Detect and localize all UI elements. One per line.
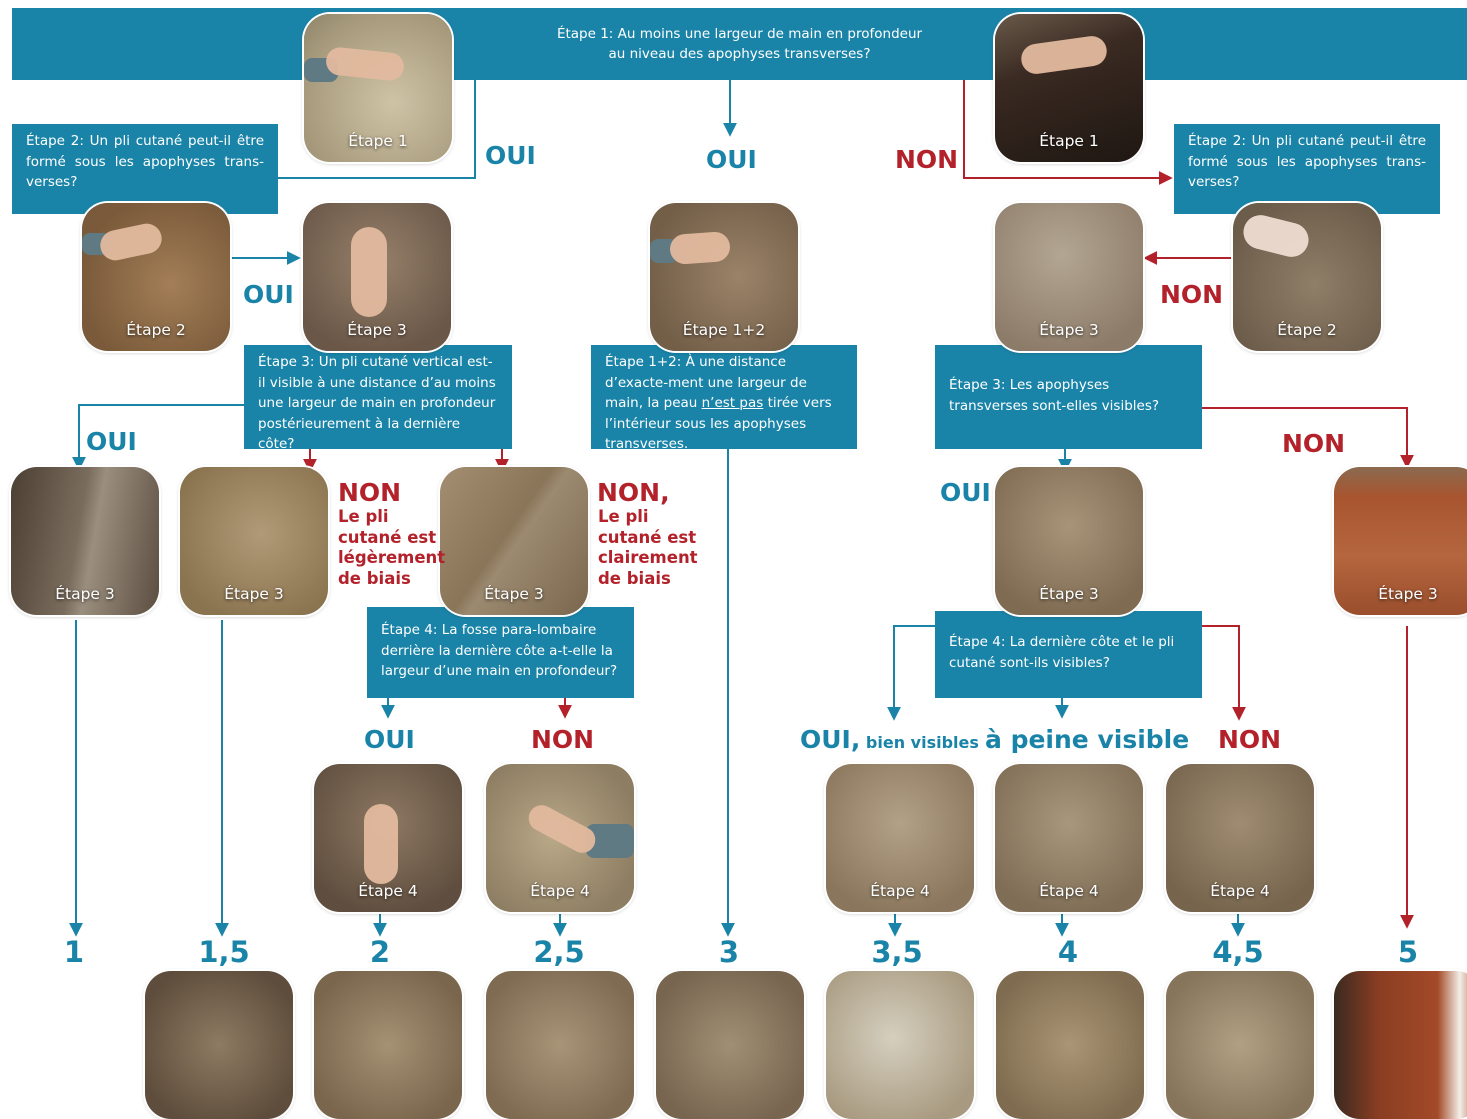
photo-result-3-5 [826, 971, 974, 1119]
step4-box-left: Étape 4: La fosse para-lombaire derrière… [367, 607, 634, 698]
label-step3-oui: OUI [86, 427, 137, 456]
photo-result-4-5 [1166, 971, 1314, 1119]
score-4-5: 4,5 [1212, 935, 1263, 969]
photo-result-2-5 [486, 971, 634, 1119]
photo-step1-dark-horse: Étape 1 [995, 14, 1143, 162]
photo-step3-oui-score1: Étape 3 [11, 467, 159, 615]
label-step4r-non: NON [1218, 725, 1281, 754]
photo-step4-non-right: Étape 4 [1166, 764, 1314, 912]
label-step3r-non: NON [1282, 429, 1345, 458]
note-clear-line3: clairement [598, 548, 698, 569]
score-1: 1 [64, 935, 84, 969]
photo-step4-non: Étape 4 [486, 764, 634, 912]
label-step4r-oui: OUI, bien visibles [800, 725, 979, 754]
score-3-5: 3,5 [871, 935, 922, 969]
caption: Étape 3 [995, 321, 1143, 339]
note-slight-line2: cutané est [338, 528, 445, 549]
caption: Étape 4 [314, 882, 462, 900]
arrow-step4r-oui [894, 626, 935, 718]
photo-step3-right-non: Étape 3 [1334, 467, 1467, 615]
photo-result-4 [996, 971, 1144, 1119]
photo-step2-pinch-right: Étape 2 [1233, 203, 1381, 351]
label-step3r-oui: OUI [940, 478, 991, 507]
photo-step1-light-horse: Étape 1 [304, 14, 452, 162]
score-1-5: 1,5 [198, 935, 249, 969]
photo-step3-clear: Étape 3 [440, 467, 588, 615]
label-step4-non: NON [531, 725, 594, 754]
label-step1-non: NON [895, 145, 958, 174]
caption: Étape 2 [1233, 321, 1381, 339]
photo-step3-right-top: Étape 3 [995, 203, 1143, 351]
label-step2-non: NON [1160, 280, 1223, 309]
photo-result-1-5 [145, 971, 293, 1119]
photo-step4-oui: Étape 4 [314, 764, 462, 912]
label-step1-oui-left: OUI [485, 141, 536, 170]
arrow-step4r-non [1202, 626, 1239, 718]
note-slight-line3: légèrement [338, 548, 445, 569]
label-step2-oui: OUI [243, 280, 294, 309]
caption: Étape 3 [11, 585, 159, 603]
note-clear-line2: cutané est [598, 528, 698, 549]
caption: Étape 1 [304, 132, 452, 150]
score-4: 4 [1058, 935, 1078, 969]
caption: Étape 1+2 [650, 321, 798, 339]
score-5: 5 [1398, 935, 1418, 969]
caption: Étape 4 [826, 882, 974, 900]
note-clear: Le pli cutané est clairement de biais [598, 507, 698, 589]
photo-step3-slight: Étape 3 [180, 467, 328, 615]
note-clear-line1: Le pli [598, 507, 698, 528]
note-clear-line4: de biais [598, 569, 698, 590]
photo-step4-bien-visibles: Étape 4 [826, 764, 974, 912]
caption: Étape 3 [1334, 585, 1467, 603]
step12-box: Étape 1+2: À une distance d’exacte-ment … [591, 345, 857, 449]
step3-box-left: Étape 3: Un pli cutané vertical est-il v… [244, 345, 512, 449]
caption: Étape 4 [995, 882, 1143, 900]
label-step1-oui-center: OUI [706, 145, 757, 174]
label-step3-non-clear: NON, [597, 478, 670, 507]
label-step4r-a-peine: à peine visible [985, 725, 1189, 754]
caption: Étape 3 [180, 585, 328, 603]
photo-step12-hand: Étape 1+2 [650, 203, 798, 351]
note-slight-line4: de biais [338, 569, 445, 590]
label-step3-non-slight: NON [338, 478, 401, 507]
caption: Étape 4 [1166, 882, 1314, 900]
photo-result-2 [314, 971, 462, 1119]
step2-box-left: Étape 2: Un pli cutané peut-il être form… [12, 124, 278, 214]
step12-text-underlined: n’est pas [702, 395, 764, 411]
caption: Étape 1 [995, 132, 1143, 150]
score-2-5: 2,5 [533, 935, 584, 969]
caption: Étape 4 [486, 882, 634, 900]
caption: Étape 2 [82, 321, 230, 339]
score-2: 2 [370, 935, 390, 969]
photo-result-3 [656, 971, 804, 1119]
photo-step3-right-oui: Étape 3 [995, 467, 1143, 615]
label-step4r-oui-word: OUI, [800, 725, 860, 754]
photo-result-5 [1334, 971, 1467, 1119]
caption: Étape 3 [440, 585, 588, 603]
label-step4r-bien-visibles: bien visibles [860, 733, 979, 752]
step2-box-right: Étape 2: Un pli cutané peut-il être form… [1174, 124, 1440, 214]
note-slight-line1: Le pli [338, 507, 445, 528]
step4-box-right: Étape 4: La dernière côte et le pli cuta… [935, 611, 1202, 698]
score-3: 3 [719, 935, 739, 969]
photo-step2-pinch-left: Étape 2 [82, 203, 230, 351]
label-step4-oui: OUI [364, 725, 415, 754]
photo-step4-a-peine: Étape 4 [995, 764, 1143, 912]
note-slight: Le pli cutané est légèrement de biais [338, 507, 445, 589]
caption: Étape 3 [995, 585, 1143, 603]
step1-box: Étape 1: Au moins une largeur de main en… [12, 8, 1467, 80]
caption: Étape 3 [303, 321, 451, 339]
step3-box-right: Étape 3: Les apophyses transverses sont-… [935, 345, 1202, 449]
photo-step3-hand-flat-left: Étape 3 [303, 203, 451, 351]
